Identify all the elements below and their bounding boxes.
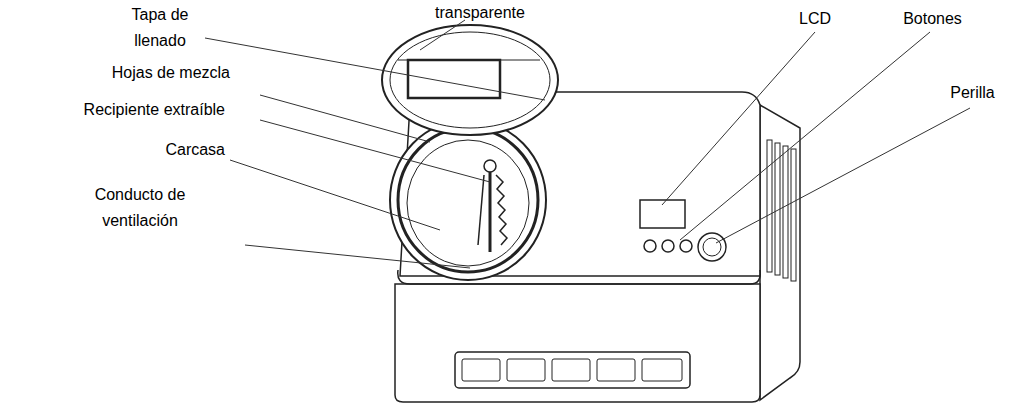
part-label: LCD: [790, 6, 840, 32]
transparent-lid: [382, 25, 558, 135]
front-face: [395, 284, 760, 402]
lid-ring: [390, 32, 550, 128]
grille-slot: [462, 359, 500, 381]
side-grille-slat: [791, 149, 796, 281]
part-label: Botones: [890, 6, 975, 32]
leader-line: [245, 245, 470, 268]
part-label: Conducto de ventilación: [70, 182, 210, 234]
button: [662, 240, 674, 252]
housing: [390, 120, 546, 280]
mixing-blade: [478, 175, 484, 245]
leader-line: [662, 32, 815, 205]
button: [644, 240, 656, 252]
leader-line: [716, 108, 970, 243]
removable-bowl: [407, 140, 529, 266]
bowl-rim: [398, 128, 538, 272]
leader-line: [205, 38, 545, 100]
filling-cap: [408, 60, 500, 98]
front-grille: [455, 352, 690, 388]
side-grille-slat: [767, 140, 772, 272]
leader-line: [260, 120, 490, 182]
part-label: Carcasa: [110, 137, 225, 163]
paddle-shaft: [489, 168, 492, 252]
grille-slot: [597, 359, 635, 381]
paddle-hub: [484, 160, 496, 172]
leader-line: [680, 32, 930, 240]
part-label: Hojas de mezcla: [30, 60, 230, 86]
grille-slot: [642, 359, 682, 381]
side-grille-slat: [783, 146, 788, 278]
knob-cap: [703, 238, 721, 256]
leader-line: [260, 95, 430, 142]
side-face: [760, 105, 800, 400]
mixing-blade: [496, 175, 507, 245]
grille-slot: [507, 359, 545, 381]
leader-line: [420, 20, 465, 50]
leader-line: [230, 160, 440, 230]
part-label: Perilla: [935, 80, 1010, 106]
button: [680, 240, 692, 252]
part-label: transparente: [425, 0, 535, 26]
part-label: Tapa de llenado: [120, 2, 200, 54]
knob: [698, 233, 726, 261]
grille-slot: [552, 359, 590, 381]
part-label: Recipiente extraíble: [0, 97, 225, 123]
